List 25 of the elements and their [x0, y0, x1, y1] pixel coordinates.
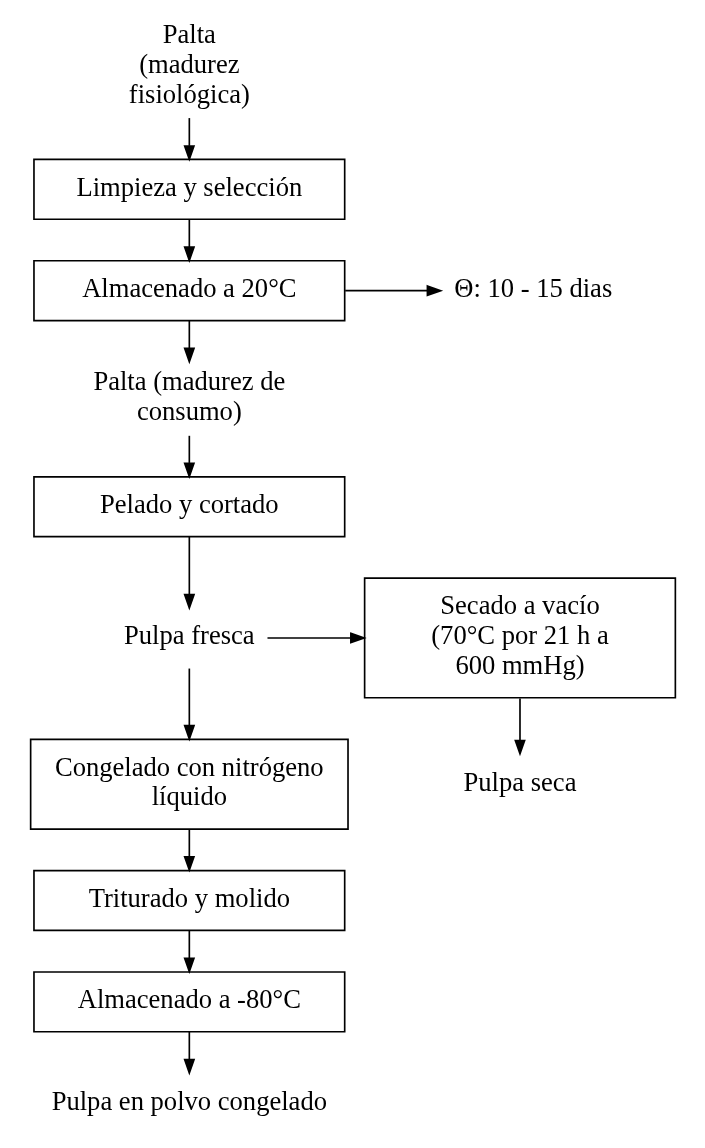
- arrow: [183, 535, 195, 611]
- arrow: [183, 929, 195, 975]
- node-box: Secado a vacío (70°C por 21 h a 600 mmHg): [363, 577, 676, 699]
- node-box: Congelado con nitrógeno líquido: [29, 738, 349, 830]
- arrow: [183, 434, 195, 480]
- node-text: Palta (madurez de consumo): [92, 366, 285, 426]
- node-box: Almacenado a 20°C: [32, 259, 345, 322]
- node-text: Pulpa en polvo congelado: [51, 1085, 327, 1116]
- node-box: Limpieza y selección: [32, 158, 345, 221]
- node-box: Pelado y cortado: [32, 475, 345, 538]
- node-box: Triturado y molido: [32, 869, 345, 932]
- arrow: [266, 632, 367, 644]
- arrow: [183, 667, 195, 742]
- node-text: Pulpa fresca: [123, 620, 255, 651]
- node-text: Palta (madurez fisiológica): [128, 18, 250, 109]
- arrow: [343, 284, 443, 297]
- arrow: [183, 1031, 195, 1076]
- node-box: Almacenado a -80°C: [32, 971, 345, 1033]
- arrow: [513, 697, 526, 757]
- arrow: [183, 117, 195, 162]
- arrow: [183, 320, 195, 365]
- node-text: Θ: 10 - 15 dias: [453, 273, 612, 304]
- arrow: [183, 218, 195, 263]
- arrow: [183, 828, 195, 873]
- node-text: Pulpa seca: [463, 766, 576, 797]
